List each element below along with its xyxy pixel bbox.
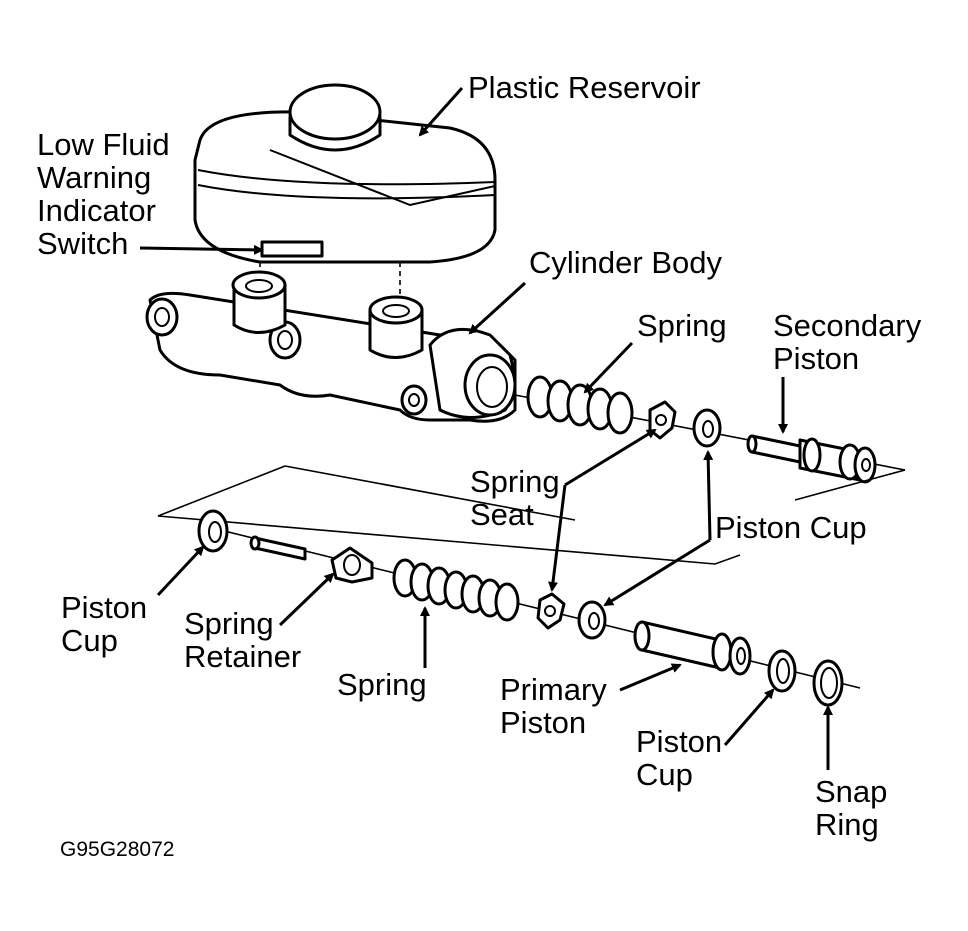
spring-seat-lower bbox=[536, 592, 566, 630]
label-spring-retainer-line2: Retainer bbox=[184, 639, 302, 674]
label-piston-cup-bottom-line2: Cup bbox=[636, 757, 693, 792]
snap-ring bbox=[812, 659, 844, 707]
label-low-fluid-switch-line2: Warning bbox=[37, 160, 152, 195]
label-secondary-piston-line2: Piston bbox=[773, 341, 860, 376]
label-primary-piston-line2: Piston bbox=[500, 705, 587, 740]
label-low-fluid-switch-line1: Low Fluid bbox=[37, 127, 170, 162]
label-snap-ring-line1: Snap bbox=[815, 774, 888, 809]
label-piston-cup-left-line1: Piston bbox=[61, 590, 148, 625]
spring-lower bbox=[392, 558, 520, 622]
label-piston-cup-bottom-line1: Piston bbox=[636, 724, 723, 759]
label-piston-cup-left-line2: Cup bbox=[61, 623, 118, 658]
figure-code: G95G28072 bbox=[60, 838, 175, 861]
spring-seat-upper bbox=[648, 400, 677, 440]
piston-cup-bottom bbox=[767, 649, 797, 693]
cylinder-body bbox=[145, 270, 517, 423]
secondary-piston bbox=[746, 434, 877, 484]
label-snap-ring-line2: Ring bbox=[815, 807, 879, 842]
piston-cup-upper bbox=[692, 408, 722, 448]
spring-retainer bbox=[330, 546, 374, 584]
plastic-reservoir bbox=[193, 83, 497, 300]
label-low-fluid-switch-line4: Switch bbox=[37, 226, 129, 261]
label-spring-seat-line2: Seat bbox=[470, 497, 534, 532]
label-spring-seat-line1: Spring bbox=[470, 464, 560, 499]
spring-upper bbox=[526, 375, 634, 435]
label-cylinder-body: Cylinder Body bbox=[529, 245, 722, 280]
label-secondary-piston-line1: Secondary bbox=[773, 308, 922, 343]
label-piston-cup-right: Piston Cup bbox=[715, 510, 867, 545]
retainer-pin bbox=[249, 535, 307, 561]
label-spring-bottom: Spring bbox=[337, 667, 427, 702]
leader-arrows bbox=[139, 87, 833, 770]
label-low-fluid-switch-line3: Indicator bbox=[37, 193, 156, 228]
label-spring-retainer-line1: Spring bbox=[184, 606, 274, 641]
label-plastic-reservoir: Plastic Reservoir bbox=[468, 70, 701, 105]
primary-piston bbox=[633, 620, 752, 676]
piston-cup-middle bbox=[577, 600, 607, 640]
label-spring-top: Spring bbox=[637, 308, 727, 343]
label-primary-piston-line1: Primary bbox=[500, 672, 607, 707]
piston-cup-left bbox=[197, 509, 229, 553]
